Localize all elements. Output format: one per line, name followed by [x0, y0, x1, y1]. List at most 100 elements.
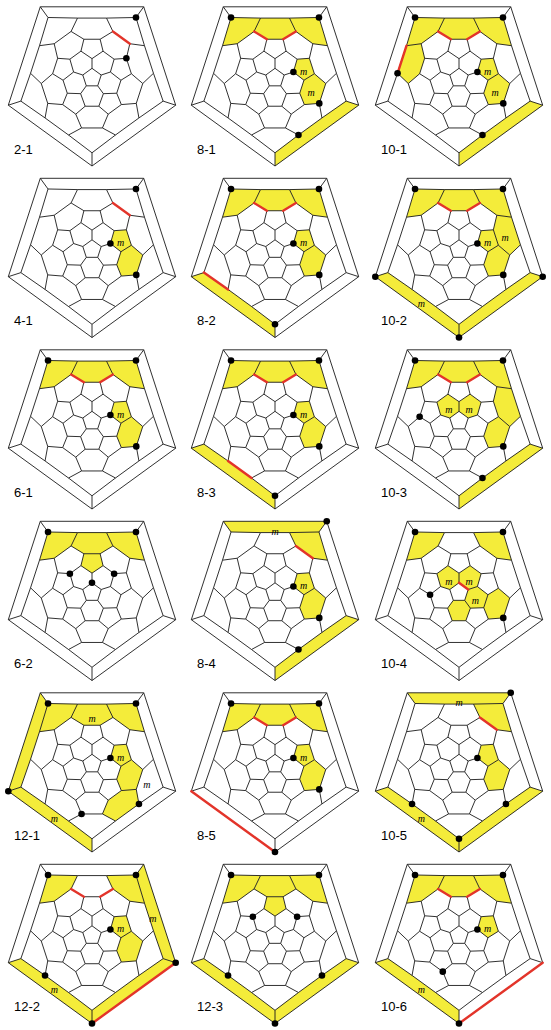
- addend-dot: [89, 1020, 96, 1027]
- highlighted-ring: [484, 74, 510, 105]
- highlighted-ring: [300, 74, 326, 105]
- highlighted-ring: [300, 245, 326, 276]
- panel-label: 8-1: [197, 142, 216, 157]
- red-bond: [467, 374, 480, 382]
- panel-label-holder: 6-1: [14, 484, 33, 500]
- addend-dot: [136, 801, 143, 808]
- m-label-holder: m: [88, 709, 95, 725]
- m-label-holder: m: [492, 83, 499, 99]
- addend-dot: [412, 186, 419, 193]
- m-label: m: [300, 409, 307, 420]
- carbon-bonds: [375, 178, 542, 337]
- addend-dot: [409, 801, 416, 808]
- panel-label-holder: 10-2: [381, 312, 407, 328]
- m-label-holder: m: [117, 919, 124, 935]
- addend-dot: [228, 700, 235, 707]
- addend-dot: [290, 412, 297, 419]
- red-bond: [467, 889, 480, 897]
- panel-label-holder: 8-3: [197, 484, 216, 500]
- fullerene-panel: [191, 350, 358, 509]
- addend-dot: [5, 788, 12, 795]
- m-label: m: [418, 813, 425, 824]
- panel-label: 2-1: [14, 142, 33, 157]
- panel-label: 12-2: [14, 999, 40, 1014]
- addend-dot: [416, 413, 423, 420]
- addend-dot: [250, 913, 257, 920]
- highlighted-ring: [300, 760, 326, 791]
- fullerene-panel: [8, 521, 175, 680]
- fullerene-panel: [191, 864, 358, 1026]
- addend-dot: [228, 872, 235, 879]
- m-label-holder: m: [484, 919, 491, 935]
- panel-label: 12-3: [197, 999, 223, 1014]
- highlighted-ring: [300, 417, 326, 448]
- fullerene-panel: [375, 521, 542, 680]
- addend-dot: [133, 272, 140, 279]
- fullerene-panel: [375, 864, 542, 1026]
- m-label: m: [271, 526, 278, 537]
- addend-dot: [412, 14, 419, 21]
- addend-dot: [319, 972, 326, 979]
- carbon-bonds: [8, 693, 175, 852]
- addend-dot: [133, 700, 140, 707]
- carbon-bonds: [375, 521, 542, 680]
- addend-dot: [316, 615, 323, 622]
- highlighted-ring: [117, 245, 143, 276]
- addend-dot: [133, 186, 140, 193]
- m-label-holder: m: [466, 400, 473, 416]
- red-bond: [228, 461, 251, 478]
- m-label-holder: m: [455, 693, 462, 709]
- panel-label-holder: 10-6: [381, 998, 407, 1014]
- addend-dot: [107, 926, 114, 933]
- panel-label-holder: 8-4: [197, 655, 216, 671]
- m-label-holder: m: [117, 748, 124, 764]
- addend-dot: [123, 55, 130, 62]
- m-label: m: [418, 298, 425, 309]
- m-label-holder: m: [51, 809, 58, 825]
- highlighted-ring: [474, 703, 512, 731]
- carbon-bonds: [375, 693, 542, 852]
- addend-dot: [372, 273, 379, 280]
- addend-dot: [507, 690, 514, 697]
- panel-label: 10-6: [381, 999, 407, 1014]
- addend-dot: [316, 443, 323, 450]
- panel-label: 6-2: [14, 656, 33, 671]
- addend-dot: [107, 755, 114, 762]
- addend-dot: [228, 186, 235, 193]
- panel-label: 10-5: [381, 828, 407, 843]
- addend-dot: [272, 1020, 279, 1027]
- addend-dot: [45, 872, 52, 879]
- panel-label: 4-1: [14, 313, 33, 328]
- m-label: m: [445, 576, 452, 587]
- panel-label: 10-3: [381, 485, 407, 500]
- red-bond: [438, 374, 451, 382]
- highlighted-ring: [117, 760, 143, 791]
- fullerene-panel: [8, 178, 175, 337]
- addend-dot: [500, 272, 507, 279]
- fullerene-panel: [372, 178, 546, 340]
- highlighted-ring: [438, 190, 480, 211]
- addend-dot: [316, 272, 323, 279]
- addend-dot: [89, 580, 96, 587]
- carbon-bonds: [8, 350, 175, 509]
- red-bond: [467, 203, 480, 211]
- red-bond: [254, 717, 267, 725]
- highlighted-ring: [484, 760, 510, 791]
- red-bond: [467, 31, 480, 39]
- panel-label-holder: 10-4: [381, 655, 407, 671]
- m-label-holder: m: [445, 400, 452, 416]
- addend-dot: [316, 186, 323, 193]
- fullerene-panel: [375, 350, 542, 509]
- panel-label-holder: 10-1: [381, 141, 407, 157]
- panel-label-holder: 6-2: [14, 655, 33, 671]
- addend-dot: [78, 811, 85, 818]
- red-bond: [204, 273, 228, 290]
- panel-label-holder: 8-1: [197, 141, 216, 157]
- m-label-holder: m: [418, 980, 425, 996]
- fullerene-panel: [8, 7, 175, 166]
- m-label-holder: m: [418, 294, 425, 310]
- addend-dot: [316, 14, 323, 21]
- addend-dot: [474, 755, 481, 762]
